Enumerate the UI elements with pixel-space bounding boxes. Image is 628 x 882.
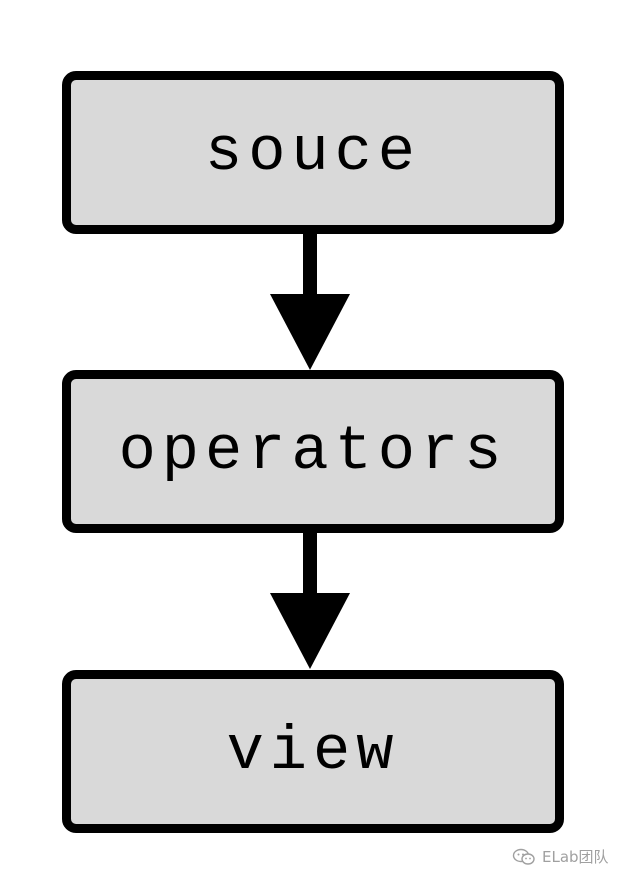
arrow-operators-to-view (270, 531, 350, 669)
node-source: souce (62, 71, 564, 234)
node-operators: operators (62, 370, 564, 533)
watermark-text: ELab团队 (542, 848, 609, 866)
node-view: view (62, 670, 564, 833)
node-operators-label: operators (118, 416, 508, 487)
arrow-source-to-operators (270, 232, 350, 370)
watermark: ELab团队 (512, 846, 609, 867)
node-view-label: view (226, 716, 400, 787)
wechat-icon (512, 848, 536, 866)
node-source-label: souce (204, 117, 422, 188)
